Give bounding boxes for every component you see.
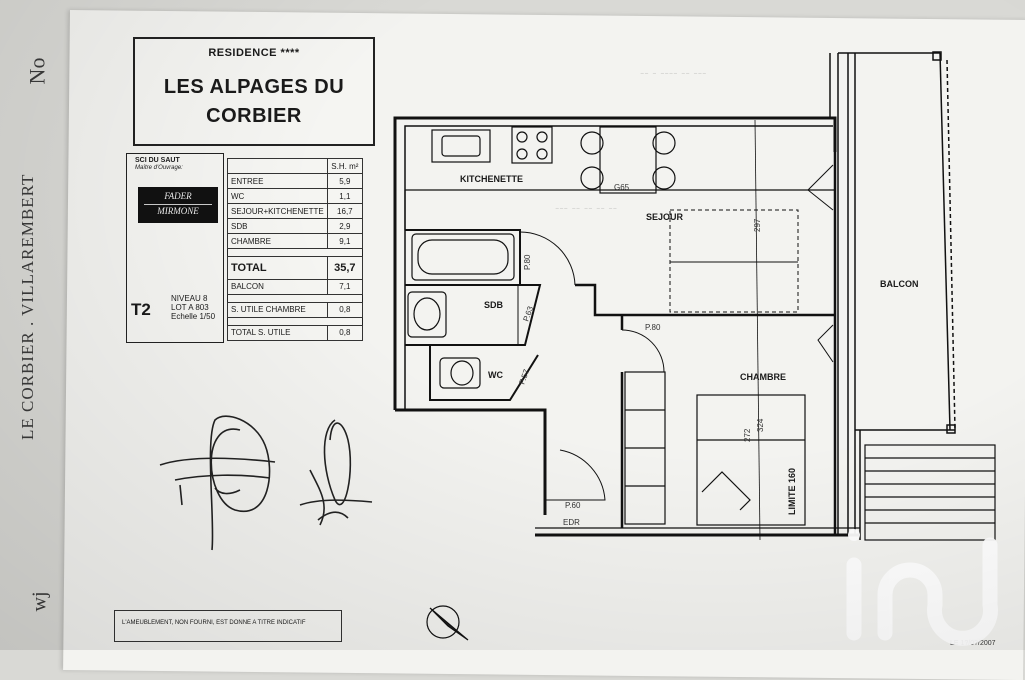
logo-text-1: FADER: [164, 191, 192, 201]
logo-text-2: MIRMONE: [144, 204, 212, 217]
sejour-furniture: [669, 209, 799, 313]
room-label-sejour: SEJOUR: [646, 212, 684, 222]
residence-name-line2: CORBIER: [206, 105, 302, 127]
balcony-structure: [829, 51, 956, 540]
room-label-wc: WC: [488, 370, 503, 380]
table-dimension: G65: [614, 183, 630, 192]
area-row-value: 9,1: [326, 233, 364, 250]
promoter-name: SCI DU SAUT: [135, 157, 180, 164]
edr-label: EDR: [563, 518, 580, 527]
promoter-box: SCI DU SAUT Maître d'Ouvrage: FADER MIRM…: [126, 153, 224, 343]
bathroom-fixtures: [407, 233, 515, 389]
exterior-stairs: [864, 444, 996, 541]
maitre-ouvrage: Maître d'Ouvrage:: [135, 165, 183, 171]
floor-plan: KITCHENETTE SEJOUR SDB WC CHAMBRE BALCON…: [159, 51, 996, 641]
chambre-dimension-a: 272: [743, 428, 752, 442]
total-utile-value: 0,8: [326, 324, 364, 342]
faint-print-through: --- -- -- -- --: [555, 200, 618, 215]
room-label-kitchenette: KITCHENETTE: [460, 174, 523, 184]
doors: [519, 164, 834, 501]
table-spacer: [227, 316, 363, 326]
total-value: 35,7: [326, 256, 364, 280]
door-label-p80: P.80: [523, 254, 532, 270]
apartment-level-info: NIVEAU 8 LOT A 803 Echelle 1/50: [171, 294, 215, 321]
bathroom-walls: [405, 229, 542, 401]
room-label-chambre: CHAMBRE: [740, 372, 786, 382]
furniture-note: L'AMEUBLEMENT, NON FOURNI, EST DONNE A T…: [114, 610, 342, 642]
door-label-p80: P.80: [645, 323, 661, 332]
residence-name: LES ALPAGES DU CORBIER: [135, 73, 373, 131]
apartment-scale: Echelle 1/50: [171, 312, 216, 321]
utile-chambre-value: 0,8: [326, 301, 364, 318]
residence-title-box: RESIDENCE **** LES ALPAGES DU CORBIER: [133, 37, 375, 146]
kitchen-counter: [404, 119, 835, 541]
exterior-walls: [393, 116, 860, 537]
handwritten-signature-1: [159, 415, 276, 551]
table-spacer: [227, 293, 363, 303]
apartment-niveau: NIVEAU 8: [171, 294, 208, 303]
chambre-furniture: [624, 371, 806, 526]
north-arrow-icon: [426, 605, 469, 641]
residence-label: RESIDENCE ****: [208, 47, 300, 59]
room-label-sdb: SDB: [484, 300, 504, 310]
chambre-dimension-b: 324: [756, 418, 765, 432]
agency-watermark-logo: [846, 529, 998, 646]
table-spacer: [227, 248, 363, 258]
interior-walls: [575, 152, 837, 535]
total-utile-label: TOTAL S. UTILE: [227, 324, 328, 342]
handwritten-signature-2: [299, 419, 373, 526]
apartment-type: T2: [131, 300, 151, 319]
limite-label: LIMITE 160: [787, 468, 797, 515]
sejour-dimension: 297: [753, 218, 762, 232]
faint-print-through: -- - ---- -- ---: [640, 65, 707, 80]
door-label-p60: P.60: [565, 501, 581, 510]
room-label-balcon: BALCON: [880, 279, 919, 289]
promoter-logo: FADER MIRMONE: [138, 187, 218, 223]
residence-name-line1: LES ALPAGES DU: [163, 76, 345, 98]
apartment-lot: LOT A 803: [171, 303, 209, 312]
